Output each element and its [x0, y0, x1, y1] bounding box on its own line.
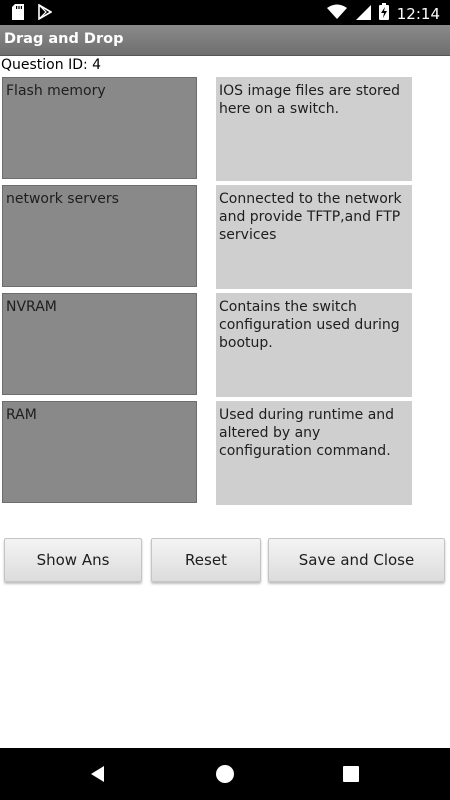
wifi-icon — [326, 4, 347, 24]
sd-card-icon — [12, 4, 24, 24]
reset-button[interactable]: Reset — [151, 538, 261, 582]
page-title: Drag and Drop — [4, 31, 124, 47]
drop-target-description-4[interactable]: Used during runtime and altered by any c… — [216, 401, 412, 505]
back-icon[interactable] — [86, 762, 110, 786]
navigation-bar — [0, 748, 450, 800]
signal-icon — [355, 4, 371, 24]
title-bar: Drag and Drop — [0, 25, 450, 56]
question-id: Question ID: 4 — [1, 57, 102, 73]
clock: 12:14 — [396, 4, 440, 23]
battery-charging-icon — [378, 3, 389, 24]
status-bar: 12:14 — [0, 0, 450, 25]
drag-item-flash-memory[interactable]: Flash memory — [2, 77, 197, 179]
recents-icon[interactable] — [339, 762, 363, 786]
drop-target-description-2[interactable]: Connected to the network and provide TFT… — [216, 185, 412, 289]
home-icon[interactable] — [213, 762, 237, 786]
drag-item-network-servers[interactable]: network servers — [2, 185, 197, 287]
play-store-icon — [38, 3, 53, 24]
save-and-close-button[interactable]: Save and Close — [268, 538, 445, 582]
show-answer-button[interactable]: Show Ans — [4, 538, 142, 582]
drag-item-ram[interactable]: RAM — [2, 401, 197, 503]
drop-target-description-1[interactable]: IOS image files are stored here on a swi… — [216, 77, 412, 181]
drop-target-description-3[interactable]: Contains the switch configuration used d… — [216, 293, 412, 397]
drag-item-nvram[interactable]: NVRAM — [2, 293, 197, 395]
